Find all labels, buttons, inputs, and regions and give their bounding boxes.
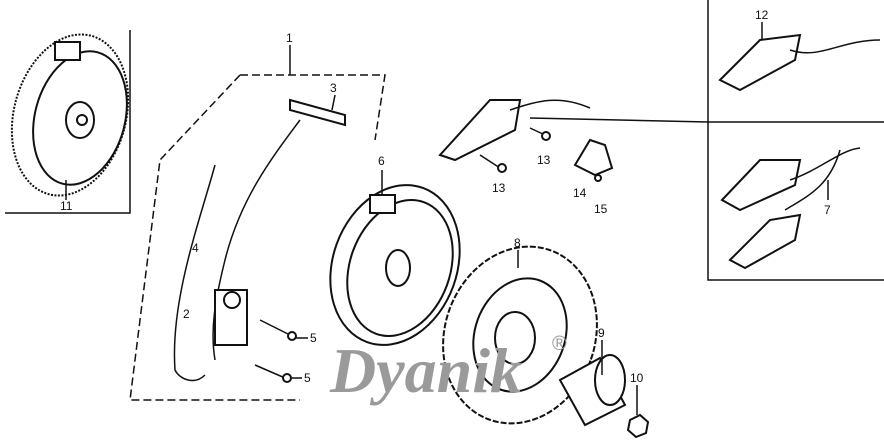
inset-frame-11 bbox=[5, 30, 131, 214]
callout-10: 10 bbox=[630, 371, 644, 385]
callout-8: 8 bbox=[514, 236, 521, 250]
coil-12 bbox=[718, 33, 881, 92]
coil-7a bbox=[720, 147, 861, 212]
callout-6: 6 bbox=[378, 154, 385, 168]
callout-3: 3 bbox=[330, 81, 337, 95]
nut-10 bbox=[626, 413, 650, 439]
callout-14: 14 bbox=[573, 186, 587, 200]
watermark: Dyanik bbox=[329, 335, 522, 406]
inset-frame-7-12 bbox=[707, 0, 884, 281]
callout-11: 11 bbox=[60, 199, 73, 213]
coil-7b bbox=[728, 149, 841, 270]
callout-5a: 5 bbox=[310, 331, 317, 345]
callout-5b: 5 bbox=[304, 371, 311, 385]
flywheel-11 bbox=[10, 33, 130, 197]
callout-13b: 13 bbox=[537, 153, 551, 167]
callout-9: 9 bbox=[598, 326, 605, 340]
callout-7: 7 bbox=[824, 203, 831, 217]
cooling-fan-8 bbox=[442, 245, 598, 425]
assembly-outline-1 bbox=[129, 74, 386, 401]
ignition-parts bbox=[173, 98, 346, 383]
callout-2: 2 bbox=[183, 307, 190, 321]
callout-4: 4 bbox=[192, 241, 199, 255]
callout-12: 12 bbox=[755, 8, 769, 22]
callout-13a: 13 bbox=[492, 181, 506, 195]
coil-center bbox=[438, 99, 614, 182]
callout-1: 1 bbox=[286, 31, 293, 45]
leader-7 bbox=[529, 117, 709, 123]
flywheel-6 bbox=[329, 184, 461, 346]
registered-mark: ® bbox=[552, 333, 567, 355]
callout-15: 15 bbox=[594, 202, 608, 216]
